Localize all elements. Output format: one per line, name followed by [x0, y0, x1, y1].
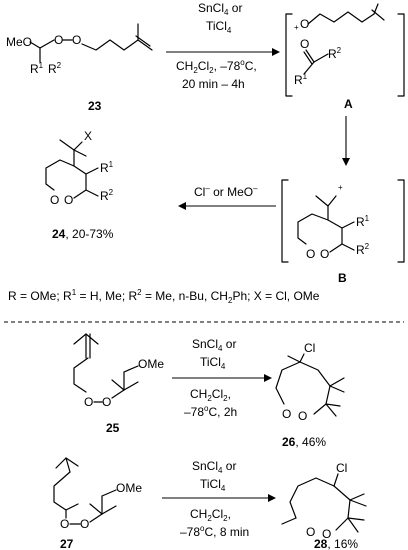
- o-label: O: [64, 193, 73, 207]
- o-label: O: [50, 193, 59, 207]
- reaction-arrow-3: [162, 494, 276, 502]
- o-label: O: [60, 517, 69, 531]
- conditions-step-1: SnCl4 or TiCl4 CH2Cl2, –78oC, 20 min – 4…: [176, 1, 257, 91]
- o-label: O: [54, 33, 63, 47]
- intermediate-a-structure: + O O R2 R1 A: [285, 3, 405, 111]
- svg-text:SnCl4 or: SnCl4 or: [198, 1, 242, 17]
- svg-text:TiCl4: TiCl4: [206, 19, 232, 35]
- o-label: O: [300, 17, 309, 31]
- intermediate-b-structure: + O O R1 R2 B: [281, 179, 405, 285]
- o-label: O: [320, 247, 329, 261]
- o-label: O: [102, 395, 111, 409]
- o-label: O: [298, 409, 307, 423]
- ome-label: OMe: [138, 357, 164, 371]
- compound-28-structure: Cl O O 28, 16%: [281, 461, 367, 550]
- o-label: O: [300, 37, 309, 51]
- reaction-arrow-2: [172, 374, 272, 382]
- r2-label: R2: [100, 188, 114, 203]
- r2-label: R2: [356, 242, 370, 257]
- carbocation-charge: +: [338, 183, 343, 192]
- compound-25-structure: O O OMe 25: [73, 333, 164, 435]
- r1-label: R1: [356, 214, 370, 229]
- nucleophile-condition: Cl– or MeO–: [194, 184, 258, 199]
- svg-text:TiCl4: TiCl4: [200, 355, 226, 371]
- compound-28-label: 28, 16%: [314, 537, 358, 550]
- cl-label: Cl: [336, 461, 347, 475]
- r1-label: R1: [294, 72, 308, 87]
- compound-27-label: 27: [60, 537, 74, 550]
- o-label: O: [72, 33, 81, 47]
- intermediate-b-label: B: [338, 271, 347, 285]
- svg-text:–78oC, 2h: –78oC, 2h: [184, 404, 237, 419]
- svg-text:20 min – 4h: 20 min – 4h: [182, 77, 245, 91]
- compound-24-structure: X O O R1 R2 24, 20-73%: [45, 129, 114, 241]
- compound-23-structure: MeO R1 R2 O O 23: [6, 23, 153, 113]
- substituent-legend: R = OMe; R1 = H, Me; R2 = Me, n-Bu, CH2P…: [8, 288, 320, 305]
- reaction-arrow-b-to-24: [178, 202, 276, 210]
- svg-text:CH2Cl2,: CH2Cl2,: [190, 387, 231, 403]
- svg-text:CH2Cl2,: CH2Cl2,: [190, 507, 231, 523]
- svg-text:TiCl4: TiCl4: [200, 477, 226, 493]
- r2-label: R2: [48, 61, 62, 76]
- reaction-arrow-1: [166, 48, 280, 56]
- compound-27-structure: O O OMe 27: [53, 457, 142, 550]
- compound-23-label: 23: [88, 99, 102, 113]
- o-label: O: [282, 407, 291, 421]
- conditions-step-2: SnCl4 or TiCl4 CH2Cl2, –78oC, 2h: [184, 337, 237, 419]
- r2-label: R2: [328, 46, 342, 61]
- svg-text:SnCl4 or: SnCl4 or: [192, 337, 236, 353]
- svg-text:SnCl4 or: SnCl4 or: [192, 459, 236, 475]
- o-label: O: [80, 517, 89, 531]
- r1-label: R1: [100, 160, 114, 175]
- r1-label: R1: [30, 61, 44, 76]
- ome-label: OMe: [116, 481, 142, 495]
- svg-text:–78oC, 8 min: –78oC, 8 min: [180, 524, 249, 539]
- compound-24-label: 24, 20-73%: [52, 227, 114, 241]
- o-label: O: [306, 247, 315, 261]
- oxonium-charge: +: [294, 23, 299, 32]
- reaction-arrow-a-to-b: [342, 116, 350, 166]
- o-label: O: [322, 527, 331, 541]
- x-label: X: [84, 129, 92, 143]
- conditions-step-3: SnCl4 or TiCl4 CH2Cl2, –78oC, 8 min: [180, 459, 249, 539]
- compound-26-structure: Cl O O 26, 46%: [275, 341, 345, 449]
- intermediate-a-label: A: [344, 97, 353, 111]
- meo-label: MeO: [6, 35, 32, 49]
- o-label: O: [84, 395, 93, 409]
- cl-label: Cl: [304, 341, 315, 355]
- compound-25-label: 25: [106, 421, 120, 435]
- svg-text:CH2Cl2, –78oC,: CH2Cl2, –78oC,: [176, 58, 257, 75]
- o-label: O: [306, 525, 315, 539]
- compound-26-label: 26, 46%: [282, 435, 326, 449]
